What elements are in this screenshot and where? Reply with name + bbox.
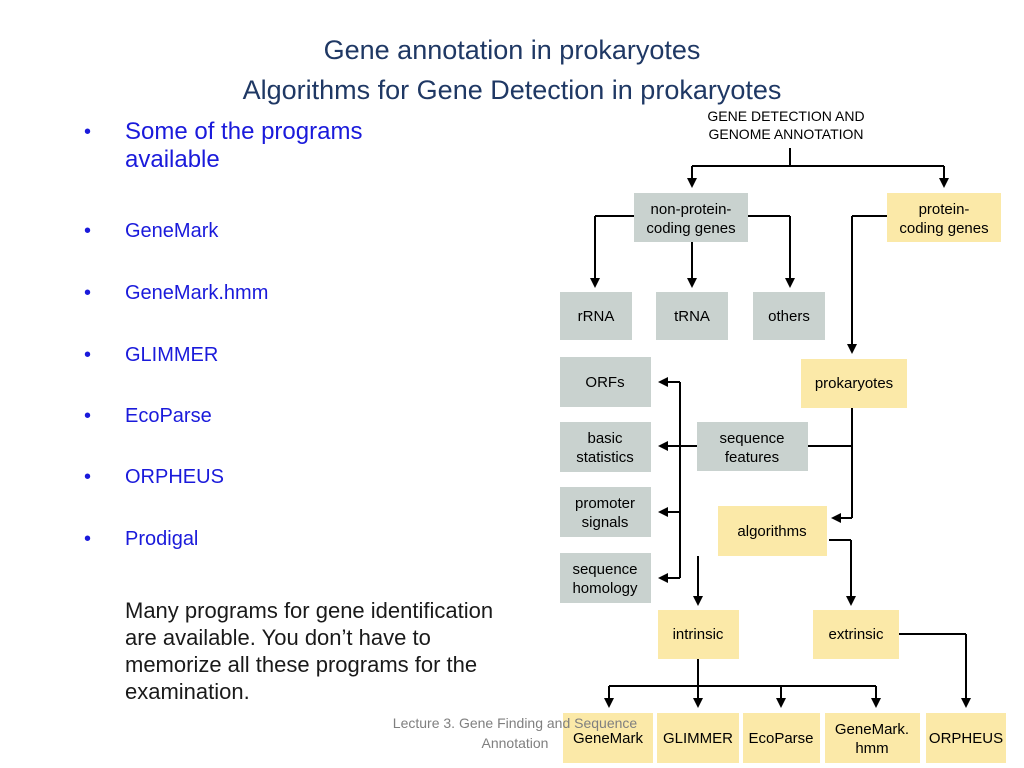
svg-text:prokaryotes: prokaryotes — [815, 375, 893, 392]
svg-text:basic: basic — [587, 430, 623, 447]
node-sequence-homology: sequence homology — [560, 553, 651, 603]
bullet-item: • Some of the programs available — [84, 118, 414, 174]
svg-text:algorithms: algorithms — [737, 523, 806, 540]
bullet-item: • GLIMMER — [84, 343, 218, 367]
svg-text:GLIMMER: GLIMMER — [663, 730, 733, 747]
node-trna: tRNA — [656, 292, 728, 340]
node-extrinsic: extrinsic — [813, 610, 899, 659]
slide-footer: Lecture 3. Gene Finding and Sequence Ann… — [392, 715, 638, 751]
bullet-dot-icon: • — [84, 220, 92, 242]
bullet-text: GLIMMER — [125, 344, 219, 366]
bullet-item: • ORPHEUS — [84, 465, 224, 489]
node-others: others — [753, 292, 825, 340]
svg-text:hmm: hmm — [855, 740, 888, 757]
bullet-dot-icon: • — [84, 344, 92, 366]
diagram-header-line1: GENE DETECTION AND — [707, 108, 864, 124]
svg-text:extrinsic: extrinsic — [828, 626, 884, 643]
svg-text:ORPHEUS: ORPHEUS — [929, 730, 1003, 747]
bullet-dot-icon: • — [84, 121, 92, 143]
diagram-connectors — [590, 148, 971, 708]
svg-text:GeneMark: GeneMark — [573, 730, 644, 747]
svg-text:coding genes: coding genes — [899, 220, 988, 237]
diagram-header-line2: GENOME ANNOTATION — [708, 126, 863, 142]
bullet-text: GeneMark.hmm — [125, 282, 269, 304]
bullet-dot-icon: • — [84, 528, 92, 550]
exam-note: Many programs for gene identification ar… — [125, 598, 494, 704]
bullet-text: Some of the programs available — [125, 118, 363, 173]
bullet-item: • EcoParse — [84, 404, 212, 428]
node-orfs: ORFs — [560, 357, 651, 407]
bullet-text: EcoParse — [125, 405, 212, 427]
svg-text:GeneMark.: GeneMark. — [835, 721, 909, 738]
bullet-dot-icon: • — [84, 282, 92, 304]
bullet-text: Prodigal — [125, 528, 199, 550]
node-orpheus: ORPHEUS — [926, 713, 1006, 763]
svg-text:coding genes: coding genes — [646, 220, 735, 237]
svg-text:protein-: protein- — [919, 201, 970, 218]
svg-text:sequence: sequence — [719, 430, 784, 447]
bullet-text: GeneMark — [125, 220, 219, 242]
node-rrna: rRNA — [560, 292, 632, 340]
svg-text:features: features — [725, 449, 779, 466]
node-glimmer: GLIMMER — [657, 713, 739, 763]
svg-text:rRNA: rRNA — [578, 308, 615, 325]
bullet-dot-icon: • — [84, 405, 92, 427]
node-intrinsic: intrinsic — [658, 610, 739, 659]
svg-text:signals: signals — [582, 514, 629, 531]
svg-text:intrinsic: intrinsic — [673, 626, 724, 643]
bullet-item: • Prodigal — [84, 527, 198, 551]
svg-text:sequence: sequence — [572, 561, 637, 578]
node-algorithms: algorithms — [718, 506, 827, 556]
bullet-text: ORPHEUS — [125, 466, 224, 488]
bullet-dot-icon: • — [84, 466, 92, 488]
node-genemark-hmm: GeneMark. hmm — [825, 713, 920, 763]
node-basic-statistics: basic statistics — [560, 422, 651, 472]
node-promoter-signals: promoter signals — [560, 487, 651, 537]
node-prokaryotes: prokaryotes — [801, 359, 907, 408]
bullet-item: • GeneMark.hmm — [84, 281, 268, 305]
svg-text:non-protein-: non-protein- — [651, 201, 732, 218]
node-ecoparse: EcoParse — [743, 713, 820, 763]
node-non-protein-coding-genes: non-protein- coding genes — [634, 193, 748, 242]
svg-text:tRNA: tRNA — [674, 308, 710, 325]
svg-text:statistics: statistics — [576, 449, 634, 466]
svg-text:others: others — [768, 308, 810, 325]
node-sequence-features: sequence features — [697, 422, 808, 471]
svg-text:promoter: promoter — [575, 495, 635, 512]
bullet-item: • GeneMark — [84, 219, 218, 243]
svg-text:homology: homology — [572, 580, 638, 597]
slide-title-line1: Gene annotation in prokaryotes — [323, 35, 701, 65]
svg-text:EcoParse: EcoParse — [748, 730, 813, 747]
node-genemark: GeneMark — [563, 713, 653, 763]
slide-title-line2: Algorithms for Gene Detection in prokary… — [242, 75, 782, 105]
svg-text:ORFs: ORFs — [585, 374, 624, 391]
node-protein-coding-genes: protein- coding genes — [887, 193, 1001, 242]
